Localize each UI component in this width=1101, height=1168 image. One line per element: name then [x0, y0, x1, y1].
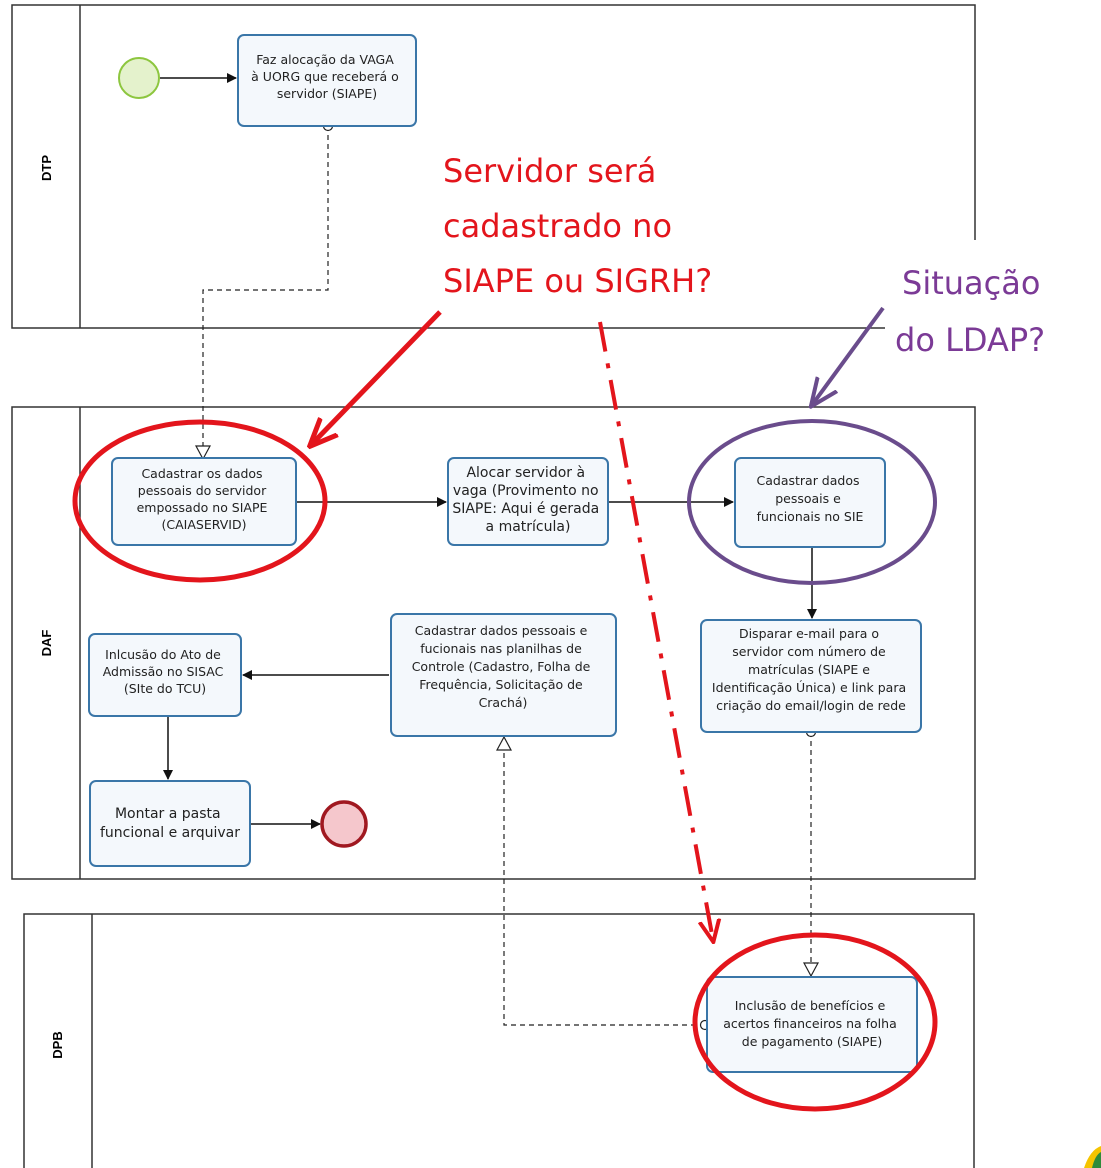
task-disparar-email: Disparar e-mail para o servidor com núme… [700, 619, 922, 733]
task-line: Identificação Única) e link para [712, 680, 906, 695]
end-event [320, 800, 368, 848]
svg-text:Cadastrar os dados pesso: Cadastrar os dados pessoais do servidor … [137, 466, 272, 532]
svg-text:Faz alocação da VAGA à U: Faz alocação da VAGA à UORG que receberá… [251, 52, 403, 101]
task-line: acertos financeiros na folha [723, 1016, 896, 1031]
task-line: empossado no SIAPE [137, 500, 268, 515]
annotation-arrow-red [311, 310, 442, 445]
svg-text:Montar a pasta funcional: Montar a pasta funcional e arquivar [100, 806, 240, 841]
task-line: à UORG que receberá o [251, 69, 399, 84]
task-line: Cadastrar dados pessoais e [415, 623, 588, 638]
task-line: (CAIASERVID) [162, 517, 247, 532]
task-line: (SIte do TCU) [124, 681, 206, 696]
annotation-line: cadastrado no [443, 207, 672, 245]
message-flow-dtp-to-daf [194, 126, 329, 461]
highlight-ellipse-siape [72, 419, 328, 583]
task-line: Inlcusão do Ato de [105, 647, 221, 662]
annotation-line: do LDAP? [895, 321, 1045, 359]
svg-text:Disparar e-mail para o s: Disparar e-mail para o servidor com núme… [712, 626, 910, 713]
task-line: Frequência, Solicitação de [419, 677, 583, 692]
task-inclusao-sisac: Inlcusão do Ato de Admissão no SISAC (SI… [88, 633, 242, 717]
task-line: servidor com número de [732, 644, 886, 659]
task-alocar-servidor: Alocar servidor à vaga (Provimento no SI… [447, 457, 609, 546]
logo-fragment [1084, 1146, 1101, 1168]
task-line: a matrícula) [486, 519, 571, 535]
task-line: pessoais e [775, 491, 841, 506]
task-line: SIAPE: Aqui é gerada [452, 501, 599, 517]
task-line: Alocar servidor à [466, 465, 585, 481]
task-cadastrar-dados-siape: Cadastrar os dados pessoais do servidor … [111, 457, 297, 546]
task-cadastrar-planilhas: Cadastrar dados pessoais e fucionais nas… [390, 613, 617, 737]
lane-label-daf: DAF [39, 630, 54, 657]
message-flow-dpb-to-planilhas [495, 735, 705, 1026]
task-line: Cadastrar dados [757, 473, 860, 488]
task-montar-pasta: Montar a pasta funcional e arquivar [89, 780, 251, 867]
annotation-siape-question: Servidor será cadastrado no SIAPE ou SIG… [443, 152, 712, 300]
lane-label-dtp: DTP [39, 155, 54, 181]
annotation-ldap-question: Situação do LDAP? [895, 264, 1051, 359]
svg-text:Inlcusão do Ato de Admis: Inlcusão do Ato de Admissão no SISAC (SI… [103, 647, 228, 696]
task-line: Disparar e-mail para o [739, 626, 879, 641]
svg-text:Inclusão de benefícios e: Inclusão de benefícios e acertos finance… [723, 998, 900, 1049]
annotation-arrow-purple [812, 306, 885, 405]
svg-text:Cadastrar dados pessoais e: Cadastrar dados pessoais e fucionais nas… [412, 623, 595, 710]
annotation-line: Situação [902, 264, 1040, 302]
start-event [118, 57, 160, 99]
task-line: Controle (Cadastro, Folha de [412, 659, 591, 674]
task-line: funcionais no SIE [757, 509, 864, 524]
task-inclusao-beneficios: Inclusão de benefícios e acertos finance… [706, 976, 918, 1073]
annotation-line: SIAPE ou SIGRH? [443, 262, 712, 300]
task-cadastrar-sie: Cadastrar dados pessoais e funcionais no… [734, 457, 886, 548]
highlight-ellipse-dpb [692, 932, 938, 1112]
task-line: criação do email/login de rede [716, 698, 906, 713]
task-line: Admissão no SISAC [103, 664, 224, 679]
task-line: fucionais nas planilhas de [420, 641, 582, 656]
svg-text:Alocar servidor à vaga (: Alocar servidor à vaga (Provimento no SI… [452, 465, 603, 535]
task-line: vaga (Provimento no [453, 483, 599, 499]
task-line: de pagamento (SIAPE) [742, 1034, 882, 1049]
task-line: servidor (SIAPE) [277, 86, 377, 101]
task-line: Inclusão de benefícios e [735, 998, 886, 1013]
task-line: funcional e arquivar [100, 825, 240, 841]
task-line: Cadastrar os dados [141, 466, 262, 481]
task-alocacao-vaga: Faz alocação da VAGA à UORG que receberá… [237, 34, 417, 127]
lane-label-dpb: DPB [50, 1031, 65, 1058]
annotation-line: Servidor será [443, 152, 656, 190]
task-line: pessoais do servidor [138, 483, 267, 498]
task-line: matrículas (SIAPE e [748, 662, 870, 677]
task-line: Montar a pasta [115, 806, 221, 822]
annotation-arrow-red-dashdot [598, 321, 713, 940]
highlight-ellipse-sie [687, 419, 937, 585]
task-line: Faz alocação da VAGA [256, 52, 394, 67]
svg-text:Cadastrar dados pessoais: Cadastrar dados pessoais e funcionais no… [757, 473, 864, 524]
task-line: Crachá) [479, 695, 528, 710]
